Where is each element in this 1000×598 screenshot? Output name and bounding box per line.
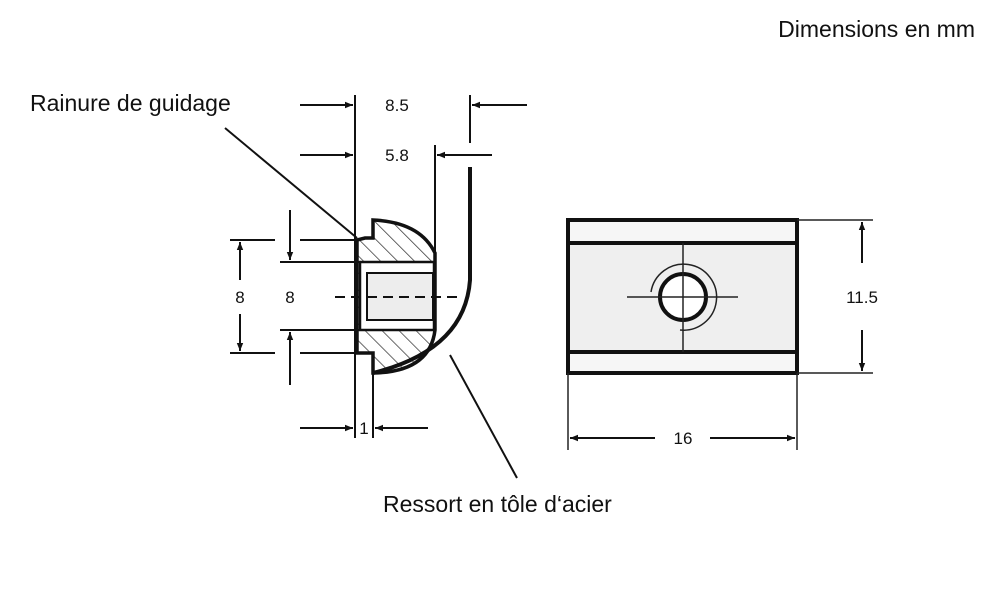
top-view: 11.5 16 (566, 218, 878, 450)
drawing-title: Dimensions en mm (778, 16, 975, 42)
leader-spring (449, 354, 518, 479)
dim-plate-length: 16 (674, 429, 693, 448)
label-guide-groove: Rainure de guidage (30, 90, 231, 116)
side-view: 8.5 5.8 8 8 1 (224, 95, 527, 479)
leader-guide-groove (224, 127, 358, 239)
spring-sheet (372, 167, 472, 375)
thread-arc (650, 263, 718, 331)
dim-lip: 1 (359, 419, 368, 438)
dim-plate-height: 11.5 (846, 288, 878, 307)
dim-width-body: 5.8 (385, 146, 409, 165)
dim-height-outer: 8 (235, 288, 244, 307)
dim-height-inner: 8 (285, 288, 294, 307)
label-spring: Ressort en tôle d‘acier (383, 491, 612, 517)
dim-width-total: 8.5 (385, 96, 409, 115)
